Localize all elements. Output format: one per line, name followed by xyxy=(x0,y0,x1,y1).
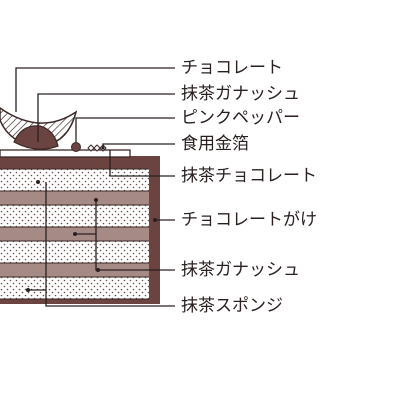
label-matcha-sponge: 抹茶スポンジ xyxy=(181,296,283,316)
sponge-layer-4 xyxy=(0,277,149,299)
label-chocolate: チョコレート xyxy=(181,58,283,78)
label-matcha-ganache-top: 抹茶ガナッシュ xyxy=(181,84,300,104)
pink-pepper-dot xyxy=(71,142,81,152)
label-matcha-ganache-layer: 抹茶ガナッシュ xyxy=(181,260,300,280)
ganache-layer-1 xyxy=(0,191,149,205)
sponge-layer-2 xyxy=(0,205,149,227)
ganache-dollop xyxy=(13,125,59,150)
sponge-layer-3 xyxy=(0,241,149,263)
label-gold-leaf: 食用金箔 xyxy=(181,134,249,154)
ganache-layer-3 xyxy=(0,263,149,277)
matcha-chocolate-plate xyxy=(0,149,131,158)
sponge-layer-1 xyxy=(0,169,149,191)
label-chocolate-coating: チョコレートがけ xyxy=(181,210,317,230)
label-pink-pepper: ピンクペッパー xyxy=(181,108,300,128)
label-matcha-chocolate: 抹茶チョコレート xyxy=(181,166,317,186)
